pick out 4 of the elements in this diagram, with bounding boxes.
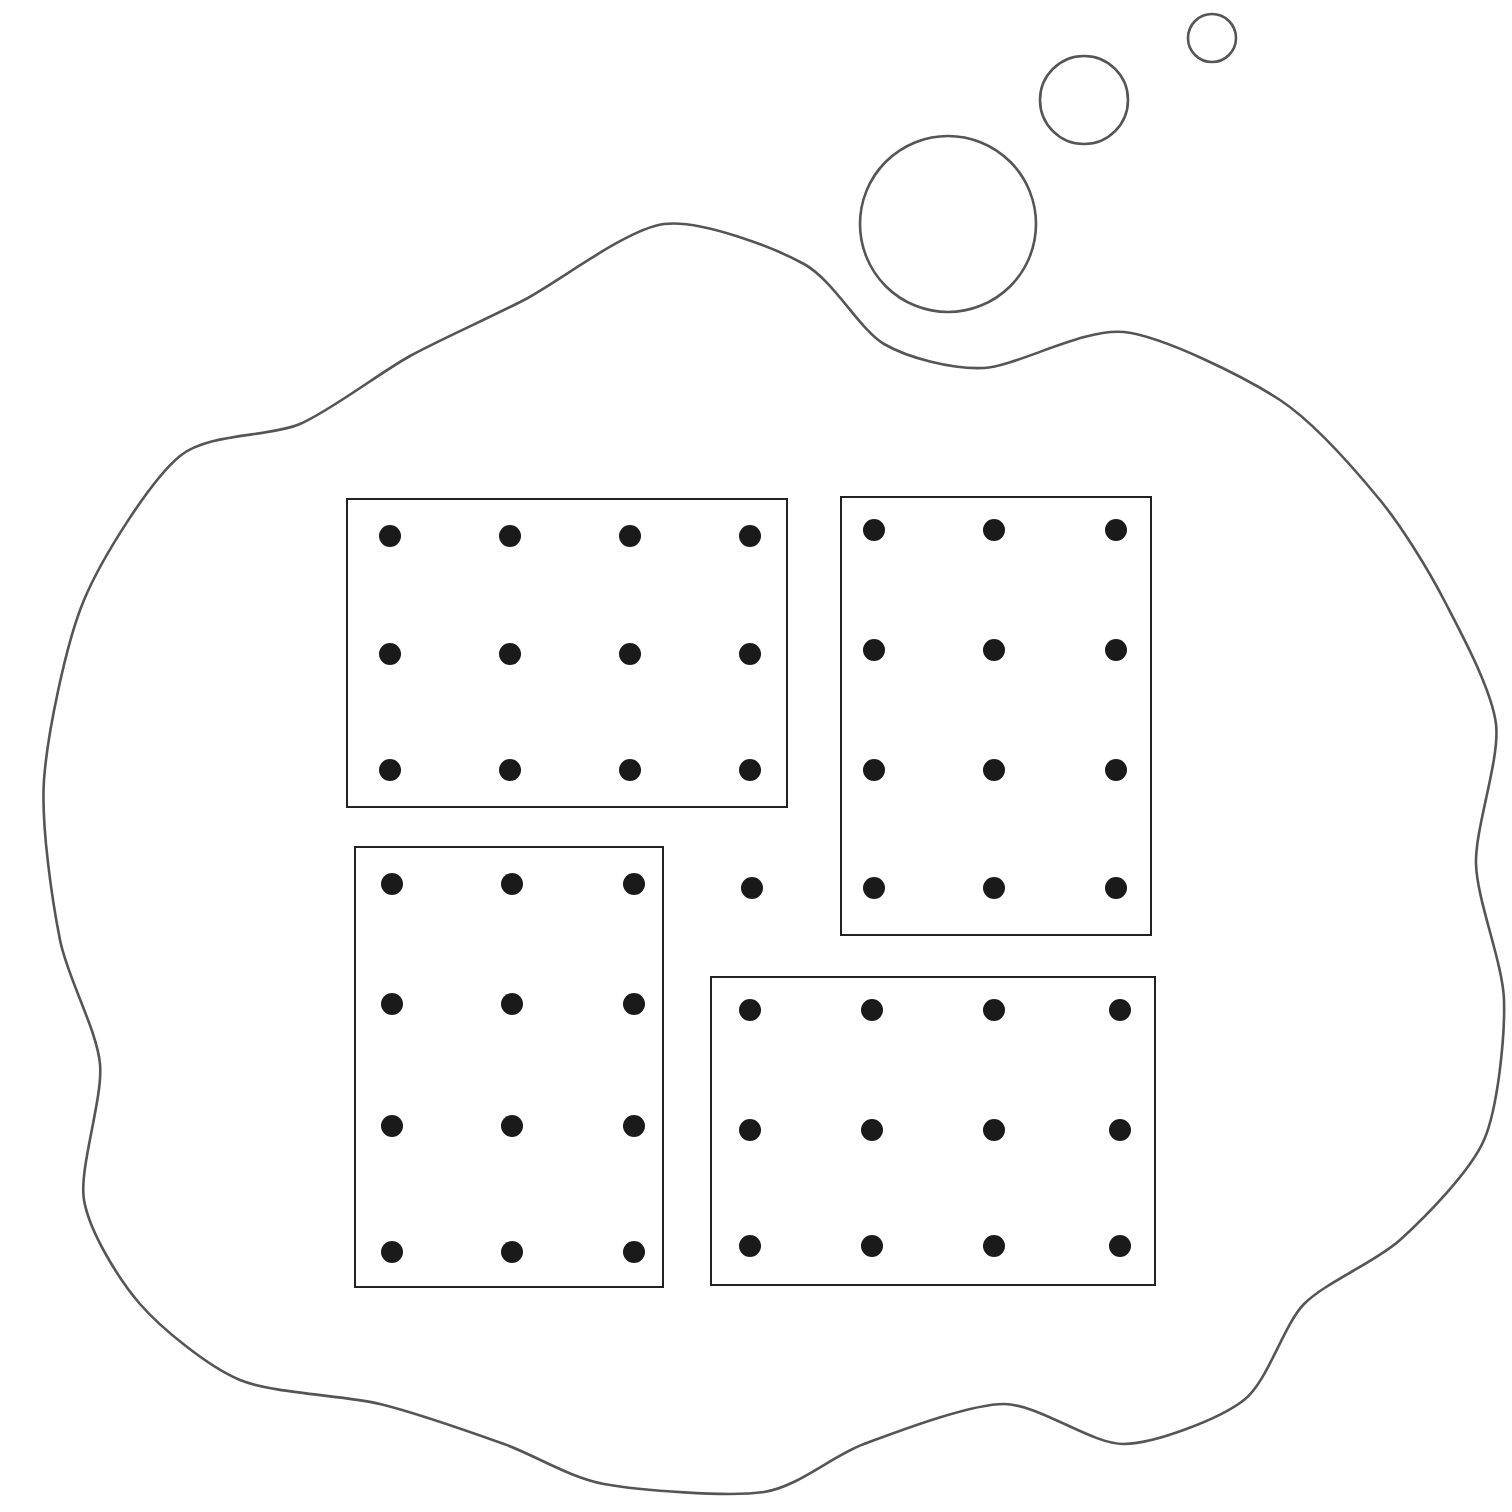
dot-grid-box [346,498,788,808]
dot-grid-box [710,976,1156,1286]
dot-grid-box [354,846,664,1288]
dot-grid-box [840,496,1152,936]
